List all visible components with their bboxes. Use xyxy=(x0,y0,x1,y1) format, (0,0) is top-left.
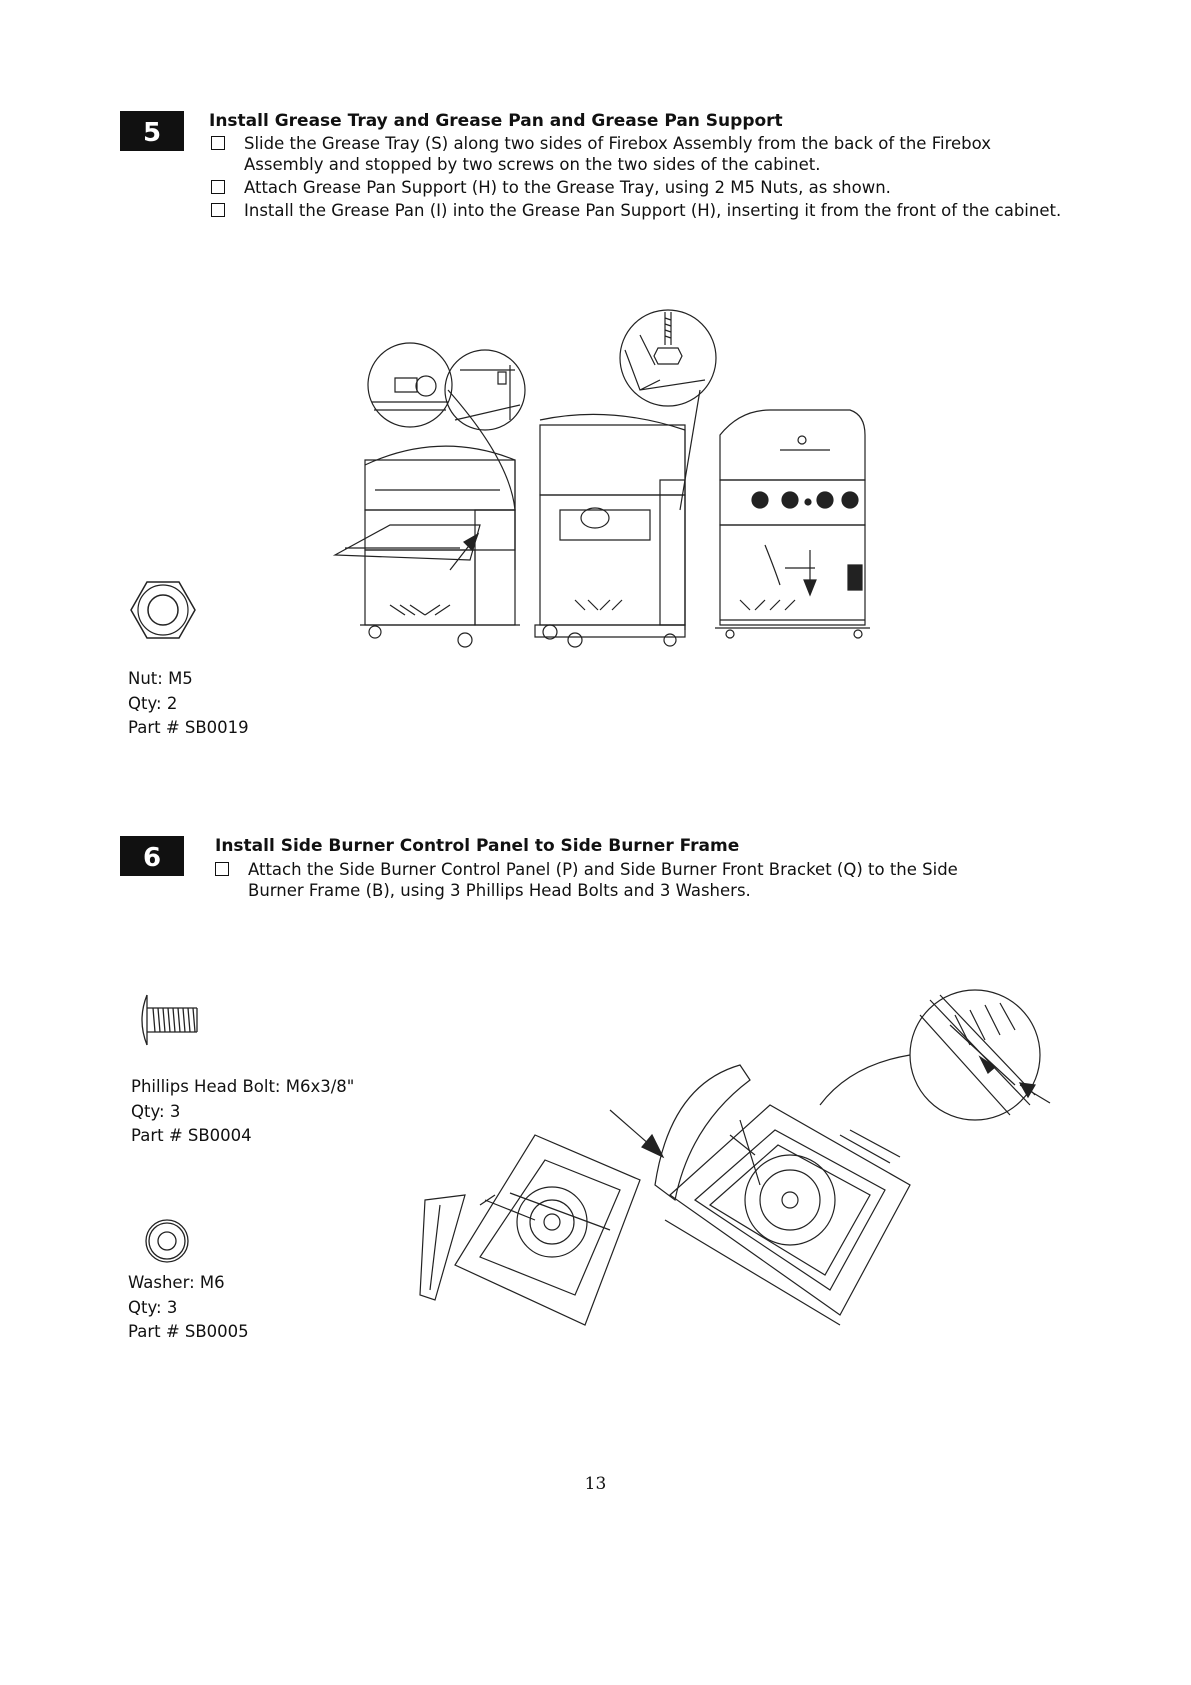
part-name: Nut: M5 xyxy=(128,669,193,688)
step-5-instruction-1: Slide the Grease Tray (S) along two side… xyxy=(211,133,1071,175)
checkbox-icon xyxy=(215,862,229,876)
checkbox-icon xyxy=(211,136,225,150)
part-number: Part # SB0005 xyxy=(128,1322,249,1341)
washer-icon xyxy=(142,1218,192,1264)
part-number: Part # SB0004 xyxy=(131,1126,252,1145)
hex-nut-icon xyxy=(130,580,196,640)
step-5-badge: 5 xyxy=(120,111,184,151)
part-qty: Qty: 3 xyxy=(131,1102,181,1121)
step-5-instruction-2: Attach Grease Pan Support (H) to the Gre… xyxy=(211,177,1071,198)
phillips-head-bolt-icon xyxy=(135,993,201,1048)
part-number: Part # SB0019 xyxy=(128,718,249,737)
checkbox-icon xyxy=(211,180,225,194)
step-6-instruction-1: Attach the Side Burner Control Panel (P)… xyxy=(215,859,1005,901)
step-5-instruction-3: Install the Grease Pan (I) into the Grea… xyxy=(211,200,1071,221)
part-qty: Qty: 2 xyxy=(128,694,178,713)
grease-tray-assembly-illustration xyxy=(360,310,960,700)
side-burner-assembly-illustration xyxy=(410,985,1050,1325)
checkbox-icon xyxy=(211,203,225,217)
part-name: Washer: M6 xyxy=(128,1273,225,1292)
step-6-badge: 6 xyxy=(120,836,184,876)
part-qty: Qty: 3 xyxy=(128,1298,178,1317)
part-name: Phillips Head Bolt: M6x3/8" xyxy=(131,1077,355,1096)
step-5-title: Install Grease Tray and Grease Pan and G… xyxy=(209,111,783,131)
page-number: 13 xyxy=(584,1474,607,1494)
step-6-title: Install Side Burner Control Panel to Sid… xyxy=(215,836,740,856)
